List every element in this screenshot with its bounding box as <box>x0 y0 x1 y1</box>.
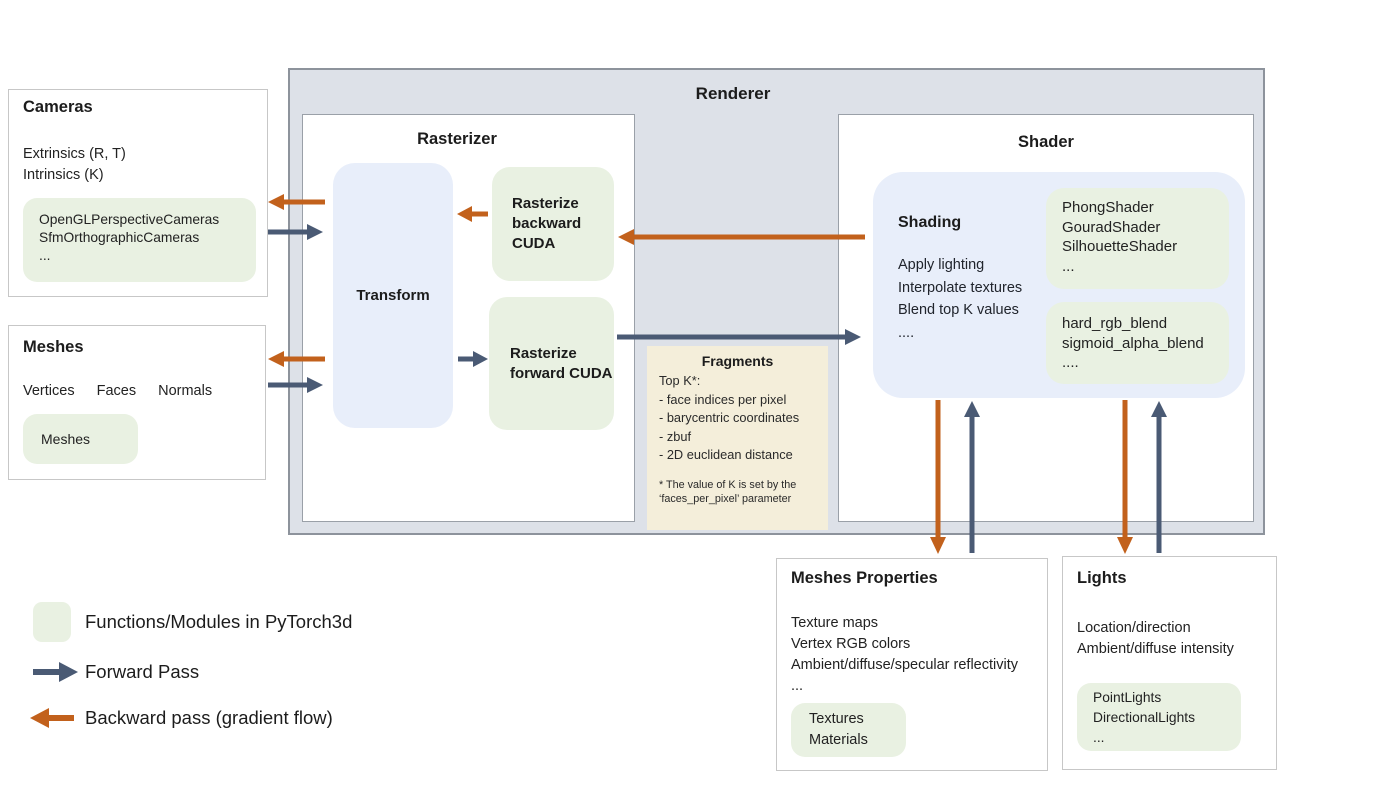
rasterize-backward-label: Rasterize backward CUDA <box>512 195 582 252</box>
meshes-properties-module-name: Materials <box>809 732 868 748</box>
meshes-properties-line: ... <box>791 678 804 694</box>
cameras-attributes: Extrinsics (R, T) Intrinsics (K) <box>23 144 253 186</box>
camera-module-name: OpenGLPerspectiveCameras <box>39 212 220 227</box>
meshes-field: Vertices <box>23 383 75 399</box>
fragments-line: Top K*: <box>659 373 701 388</box>
shader-title: Shader <box>1018 133 1074 151</box>
meshes-module-name: Meshes <box>41 431 91 447</box>
lights-module-name: DirectionalLights <box>1093 710 1195 725</box>
lights-module-name: ... <box>1093 730 1105 745</box>
meshes-properties-line: Texture maps <box>791 615 879 631</box>
meshes-properties-line: Ambient/diffuse/specular reflectivity <box>791 657 1019 673</box>
meshes-card: Meshes Vertices Faces Normals Meshes <box>8 325 266 480</box>
fragments-title: Fragments <box>701 353 774 369</box>
shader-module-name: SilhouetteShader <box>1062 238 1178 255</box>
transform-block: Transform <box>333 163 453 428</box>
rasterizer-title: Rasterizer <box>417 130 497 148</box>
cameras-title: Cameras <box>23 98 93 116</box>
cameras-card: Cameras Extrinsics (R, T) Intrinsics (K)… <box>8 89 268 297</box>
fragments-line: - zbuf <box>659 428 692 444</box>
meshes-properties-modules-box: Textures Materials <box>791 703 906 757</box>
meshes-field: Faces <box>96 383 137 399</box>
camera-module-name: ... <box>39 248 51 263</box>
shading-block: Shading Apply lighting Interpolate textu… <box>873 172 1245 398</box>
meshes-field: Normals <box>158 383 213 399</box>
lights-line: Location/direction <box>1077 620 1191 636</box>
meshes-properties-line: Vertex RGB colors <box>791 636 911 652</box>
shader-modules-box: PhongShader GouradShader SilhouetteShade… <box>1046 188 1229 289</box>
legend-backward-pass-arrow <box>30 708 74 728</box>
lights-line: Ambient/diffuse intensity <box>1077 641 1234 657</box>
lights-modules-box: PointLights DirectionalLights ... <box>1077 683 1241 751</box>
rasterize-backward-cuda-block: Rasterize backward CUDA <box>492 167 614 281</box>
blend-function-name: hard_rgb_blend <box>1062 315 1168 332</box>
meshes-properties-card: Meshes Properties Texture maps Vertex RG… <box>776 558 1048 771</box>
shading-title: Shading <box>898 214 962 231</box>
shading-line: .... <box>898 324 915 341</box>
meshes-properties-attributes: Texture maps Vertex RGB colors Ambient/d… <box>791 613 1033 697</box>
transform-label: Transform <box>356 287 430 304</box>
shading-line: Apply lighting <box>898 257 985 273</box>
blend-functions-box: hard_rgb_blend sigmoid_alpha_blend .... <box>1046 302 1229 384</box>
rasterize-forward-label: Rasterize forward CUDA <box>510 344 613 382</box>
module-color-swatch <box>33 602 71 642</box>
lights-title: Lights <box>1077 569 1127 587</box>
fragments-line: - 2D euclidean distance <box>659 447 793 462</box>
rasterize-forward-cuda-block: Rasterize forward CUDA <box>489 297 614 430</box>
meshes-fields: Vertices Faces Normals <box>23 383 251 399</box>
meshes-properties-module-name: Textures <box>809 711 864 727</box>
cameras-line: Extrinsics (R, T) <box>23 146 126 162</box>
fragments-box: Fragments Top K*: - face indices per pix… <box>647 346 828 530</box>
camera-module-name: SfmOrthographicCameras <box>39 230 200 245</box>
meshes-module-box: Meshes <box>23 414 138 464</box>
lights-card: Lights Location/direction Ambient/diffus… <box>1062 556 1277 770</box>
meshes-title: Meshes <box>23 338 84 356</box>
legend-modules-label: Functions/Modules in PyTorch3d <box>85 611 353 632</box>
cameras-line: Intrinsics (K) <box>23 167 104 183</box>
legend-backward-label: Backward pass (gradient flow) <box>85 707 333 728</box>
blend-function-name: .... <box>1062 354 1079 371</box>
meshes-properties-title: Meshes Properties <box>791 569 938 587</box>
shader-module-name: PhongShader <box>1062 199 1154 216</box>
shading-line: Interpolate textures <box>898 279 1023 296</box>
shading-line: Blend top K values <box>898 302 1019 318</box>
blend-function-name: sigmoid_alpha_blend <box>1062 334 1204 352</box>
legend-forward-label: Forward Pass <box>85 661 200 682</box>
fragments-line: - barycentric coordinates <box>659 410 800 425</box>
fragments-footnote: * The value of K is set by the ‘faces_pe… <box>659 478 797 506</box>
legend-forward-pass-arrow <box>33 662 78 682</box>
shading-description: Apply lighting Interpolate textures Blen… <box>898 254 1022 344</box>
shader-module-name: GouradShader <box>1062 218 1161 236</box>
lights-module-name: PointLights <box>1093 690 1162 705</box>
renderer-title: Renderer <box>695 84 771 103</box>
fragments-line: - face indices per pixel <box>659 391 787 407</box>
shader-module-name: ... <box>1062 257 1075 275</box>
camera-modules-box: OpenGLPerspectiveCameras SfmOrthographic… <box>23 198 256 282</box>
lights-attributes: Location/direction Ambient/diffuse inten… <box>1077 618 1262 660</box>
